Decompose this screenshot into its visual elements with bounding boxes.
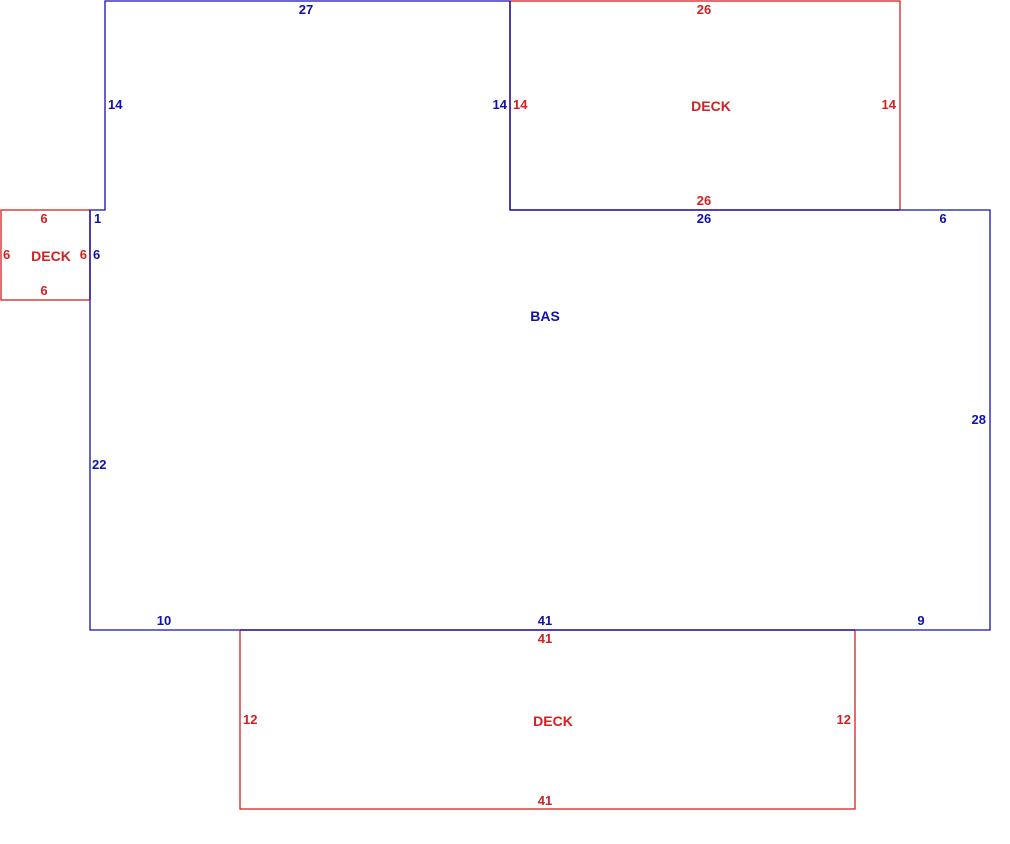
bas-dim-left: 22 <box>92 457 106 472</box>
bas-dim-top-left: 27 <box>299 2 313 17</box>
deck-top-dim-left: 14 <box>513 97 528 112</box>
bas-dim-deck-side: 6 <box>93 247 100 262</box>
deck-top-dim-right: 14 <box>882 97 897 112</box>
bas-dim-top-right: 6 <box>939 211 946 226</box>
deck-bottom-dim-top: 41 <box>538 631 552 646</box>
deck-left-dim-bottom: 6 <box>40 283 47 298</box>
deck-left-label: DECK <box>31 248 71 264</box>
deck-top-label: DECK <box>691 98 731 114</box>
deck-bottom-dim-left: 12 <box>243 712 257 727</box>
deck-bottom-dim-right: 12 <box>837 712 851 727</box>
bas-dim-right: 28 <box>972 412 986 427</box>
bas-dim-bottom: 41 <box>538 613 552 628</box>
bas-dim-step: 1 <box>94 211 101 226</box>
bas-dim-bottom-left: 10 <box>157 613 171 628</box>
bas-dim-bottom-right: 9 <box>917 613 924 628</box>
deck-bottom-dim-bottom: 41 <box>538 793 552 808</box>
bas-area-label: BAS <box>530 308 560 324</box>
deck-bottom-label: DECK <box>533 713 573 729</box>
deck-left-dim-left: 6 <box>3 247 10 262</box>
deck-top-dim-top: 26 <box>697 2 711 17</box>
bas-dim-mid-top: 26 <box>697 211 711 226</box>
bas-dim-upper-right: 14 <box>493 97 508 112</box>
deck-top-dim-bottom: 26 <box>697 193 711 208</box>
deck-left-dim-top: 6 <box>40 211 47 226</box>
bas-dim-upper-left: 14 <box>108 97 123 112</box>
deck-left-dim-right: 6 <box>80 247 87 262</box>
